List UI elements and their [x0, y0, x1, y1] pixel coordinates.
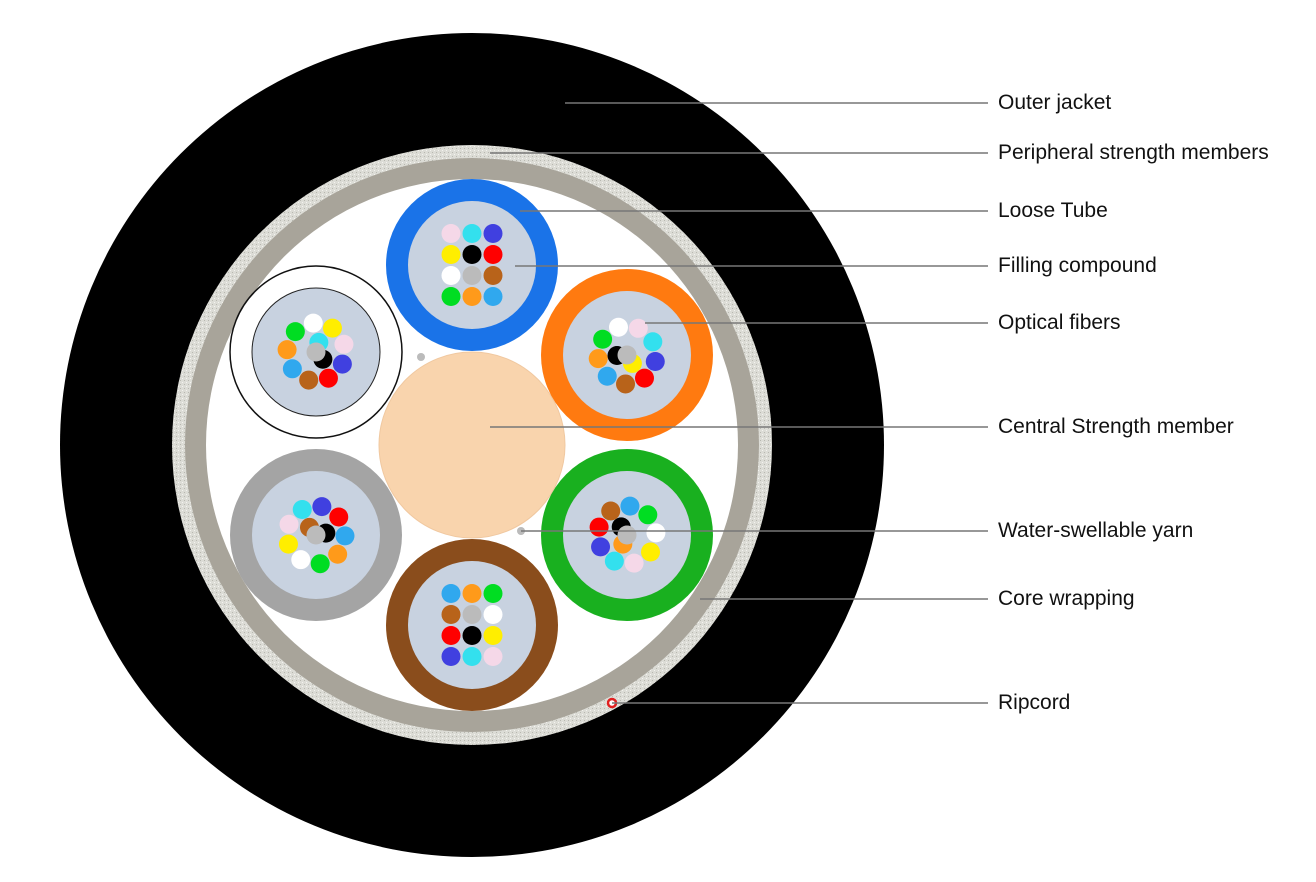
optical-fiber: [328, 544, 348, 564]
optical-fiber: [624, 553, 644, 573]
label-water-swellable-yarn: Water-swellable yarn: [998, 519, 1194, 542]
optical-fiber: [462, 245, 482, 264]
optical-fiber: [617, 525, 637, 545]
optical-fiber: [646, 523, 666, 543]
optical-fiber: [462, 287, 482, 306]
label-central-strength-member: Central Strength member: [998, 415, 1234, 438]
filling-compound: [408, 561, 536, 689]
optical-fiber: [483, 266, 503, 285]
optical-fiber: [628, 318, 648, 338]
optical-fiber: [462, 605, 482, 624]
optical-fiber: [441, 266, 461, 285]
loose-tube-white: [229, 265, 403, 439]
optical-fiber: [277, 340, 297, 360]
optical-fiber: [441, 605, 461, 624]
loose-tube-green: [541, 449, 713, 621]
optical-fiber: [601, 501, 621, 521]
loose-tube-orange: [541, 269, 713, 441]
optical-fiber: [588, 349, 608, 369]
optical-fiber: [441, 647, 461, 666]
label-filling-compound: Filling compound: [998, 254, 1157, 277]
optical-fiber: [322, 318, 342, 338]
optical-fiber: [462, 626, 482, 645]
optical-fiber: [441, 224, 461, 243]
optical-fiber: [441, 245, 461, 264]
central-strength-member: [378, 351, 566, 539]
optical-fiber: [604, 551, 624, 571]
optical-fiber: [318, 368, 338, 388]
optical-fiber: [332, 354, 352, 374]
optical-fiber: [645, 351, 665, 371]
optical-fiber: [306, 342, 326, 362]
label-peripheral-strength-members: Peripheral strength members: [998, 141, 1269, 164]
filling-compound: [408, 201, 536, 329]
optical-fiber: [620, 496, 640, 516]
loose-tube-gray: [230, 449, 402, 621]
optical-fiber: [299, 370, 319, 390]
label-loose-tube: Loose Tube: [998, 199, 1108, 222]
optical-fiber: [335, 526, 355, 546]
label-core-wrapping: Core wrapping: [998, 587, 1135, 610]
optical-fiber: [462, 266, 482, 285]
optical-fiber: [593, 329, 613, 349]
optical-fiber: [483, 287, 503, 306]
optical-fiber: [589, 517, 609, 537]
optical-fiber: [462, 647, 482, 666]
optical-fiber: [483, 605, 503, 624]
optical-fiber: [441, 626, 461, 645]
optical-fiber: [462, 584, 482, 603]
optical-fiber: [282, 359, 302, 379]
optical-fiber: [329, 507, 349, 527]
optical-fiber: [608, 317, 628, 337]
label-optical-fibers: Optical fibers: [998, 311, 1121, 334]
optical-fiber: [643, 332, 663, 352]
label-outer-jacket: Outer jacket: [998, 91, 1112, 114]
optical-fiber: [483, 626, 503, 645]
loose-tube-blue: [386, 179, 558, 351]
optical-fiber: [310, 554, 330, 574]
optical-fiber: [597, 366, 617, 386]
optical-fiber: [617, 345, 637, 365]
optical-fiber: [306, 525, 326, 545]
optical-fiber: [334, 334, 354, 354]
optical-fiber: [483, 647, 503, 666]
optical-fiber: [441, 584, 461, 603]
water-swellable-yarn: [417, 353, 425, 361]
optical-fiber: [441, 287, 461, 306]
optical-fiber: [641, 542, 661, 562]
optical-fiber: [462, 224, 482, 243]
optical-fiber: [291, 550, 311, 570]
loose-tube-brown: [386, 539, 558, 711]
optical-fiber: [285, 322, 305, 342]
optical-fiber: [303, 313, 323, 333]
optical-fiber: [483, 245, 503, 264]
label-ripcord: Ripcord: [998, 691, 1071, 714]
optical-fiber: [278, 534, 298, 554]
optical-fiber: [292, 499, 312, 519]
optical-fiber: [279, 514, 299, 534]
optical-fiber: [638, 505, 658, 525]
optical-fiber: [312, 497, 332, 517]
optical-fiber: [483, 224, 503, 243]
optical-fiber: [591, 537, 611, 557]
optical-fiber: [616, 374, 636, 394]
optical-fiber: [483, 584, 503, 603]
optical-fiber: [634, 368, 654, 388]
